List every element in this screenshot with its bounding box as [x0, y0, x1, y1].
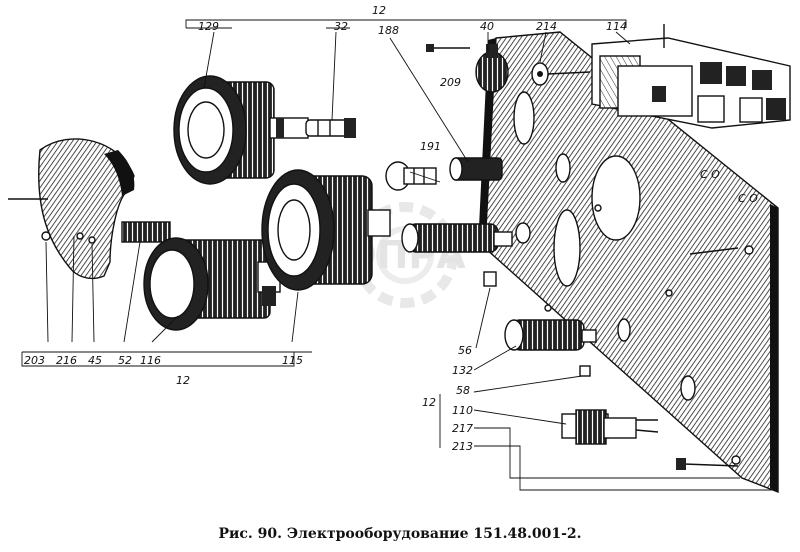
svg-text:С О: С О: [738, 192, 758, 205]
gauge-115: [261, 169, 391, 291]
instrument-panel-plate: [478, 31, 779, 494]
relay-block: [591, 24, 791, 129]
screw-209: [426, 44, 470, 52]
instrument-cover: [8, 138, 135, 280]
label-right-group: 12: [422, 396, 436, 409]
label-217: 217: [452, 422, 473, 435]
label-214: 214: [536, 20, 557, 33]
label-58: 58: [456, 384, 470, 397]
label-116: 116: [140, 354, 161, 367]
label-115: 115: [282, 354, 303, 367]
nuts: С О С О: [700, 168, 758, 205]
switch-110: [561, 409, 659, 445]
washer-214: [531, 62, 591, 86]
gauge-116: [143, 237, 281, 331]
label-52: 52: [118, 354, 132, 367]
label-132: 132: [452, 364, 473, 377]
gauge-129: [173, 75, 309, 185]
lamp-holder-132: [504, 319, 597, 377]
label-110: 110: [452, 404, 473, 417]
part-labels: 12 129 32 188 40 214 114 209 191 203 216…: [24, 4, 627, 453]
label-45: 45: [88, 354, 102, 367]
sleeve-52: [121, 221, 171, 243]
switch-191: [385, 161, 437, 191]
figure-caption: Рис. 90. Электрооборудование 151.48.001-…: [218, 526, 582, 542]
label-213: 213: [452, 440, 473, 453]
knob-40: [475, 44, 509, 93]
label-188: 188: [378, 24, 399, 37]
label-129: 129: [198, 20, 219, 33]
bolt: [676, 247, 739, 470]
label-40: 40: [480, 20, 494, 33]
label-216: 216: [56, 354, 77, 367]
holder-panel: [401, 223, 513, 253]
bracket-56: [483, 271, 497, 287]
label-209: 209: [440, 76, 461, 89]
label-191: 191: [420, 140, 441, 153]
label-bottom-group: 12: [176, 374, 190, 387]
label-top-group: 12: [372, 4, 386, 17]
holder-188: [449, 157, 503, 181]
label-114: 114: [606, 20, 627, 33]
lamp-32: [305, 118, 356, 138]
leader-lines: [21, 19, 775, 491]
svg-text:С О: С О: [700, 168, 720, 181]
label-32: 32: [334, 20, 348, 33]
label-203: 203: [24, 354, 45, 367]
label-56: 56: [458, 344, 472, 357]
